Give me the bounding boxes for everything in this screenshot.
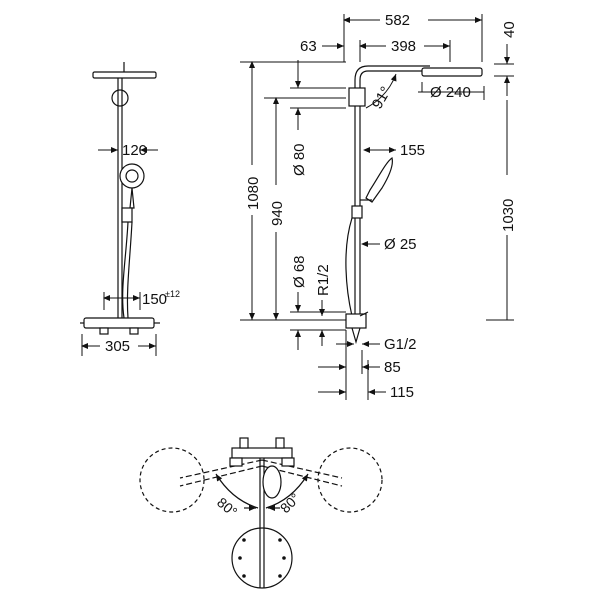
side-dim-height-to-arm: 940 bbox=[269, 201, 286, 226]
side-dim-total-height: 1080 bbox=[245, 177, 262, 210]
side-dim-thread-inlet: R1/2 bbox=[315, 264, 332, 296]
side-dim-arm-length: 398 bbox=[391, 38, 416, 55]
side-dim-handshower-width: 155 bbox=[400, 142, 425, 159]
front-thermostat-bar bbox=[83, 317, 155, 329]
side-dim-pipe-diameter: Ø 80 bbox=[291, 143, 308, 176]
side-dim-total-depth: 582 bbox=[385, 12, 410, 29]
side-dim-head-top: 40 bbox=[501, 21, 518, 38]
top-hand-shower bbox=[262, 465, 282, 499]
top-thermostat-bar bbox=[231, 447, 293, 459]
side-shower-arm bbox=[354, 65, 430, 81]
side-dim-wall-diameter: Ø 68 bbox=[291, 255, 308, 288]
front-arm-joint bbox=[111, 89, 129, 107]
top-view bbox=[139, 437, 383, 589]
front-dim-head-width: 120 bbox=[122, 142, 147, 159]
front-dim-total-width: 305 bbox=[105, 338, 130, 355]
top-angle-left: 80° bbox=[214, 494, 241, 520]
side-dim-thread-outlet: G1/2 bbox=[384, 336, 417, 353]
top-swing-circle-right bbox=[317, 447, 383, 513]
top-swing-circle-left bbox=[139, 447, 205, 513]
side-dim-height-to-head: 1030 bbox=[500, 199, 517, 232]
side-dim-head-diameter: Ø 240 bbox=[430, 84, 471, 101]
side-dim-wall-offset-2: 115 bbox=[390, 384, 414, 401]
side-view bbox=[345, 65, 483, 345]
top-shower-head bbox=[231, 527, 293, 589]
side-hand-shower bbox=[365, 157, 393, 203]
side-dim-head-angle: 91° bbox=[369, 84, 395, 112]
side-dim-arm-offset: 63 bbox=[300, 38, 317, 55]
front-shower-head bbox=[92, 71, 157, 79]
side-dim-hose-diameter: Ø 25 bbox=[384, 236, 417, 253]
side-shower-head bbox=[421, 67, 483, 77]
side-thermostat bbox=[345, 313, 367, 329]
side-dim-wall-offset-1: 85 bbox=[384, 359, 401, 376]
side-dimension-lines bbox=[240, 14, 514, 400]
front-dimension-lines bbox=[81, 140, 158, 356]
front-hand-shower bbox=[119, 163, 145, 189]
top-angle-right: 80° bbox=[277, 490, 303, 516]
front-view bbox=[80, 62, 160, 335]
front-dim-bar-tolerance: ±12 bbox=[165, 289, 180, 299]
front-dim-bar-height: 150 bbox=[142, 291, 167, 308]
